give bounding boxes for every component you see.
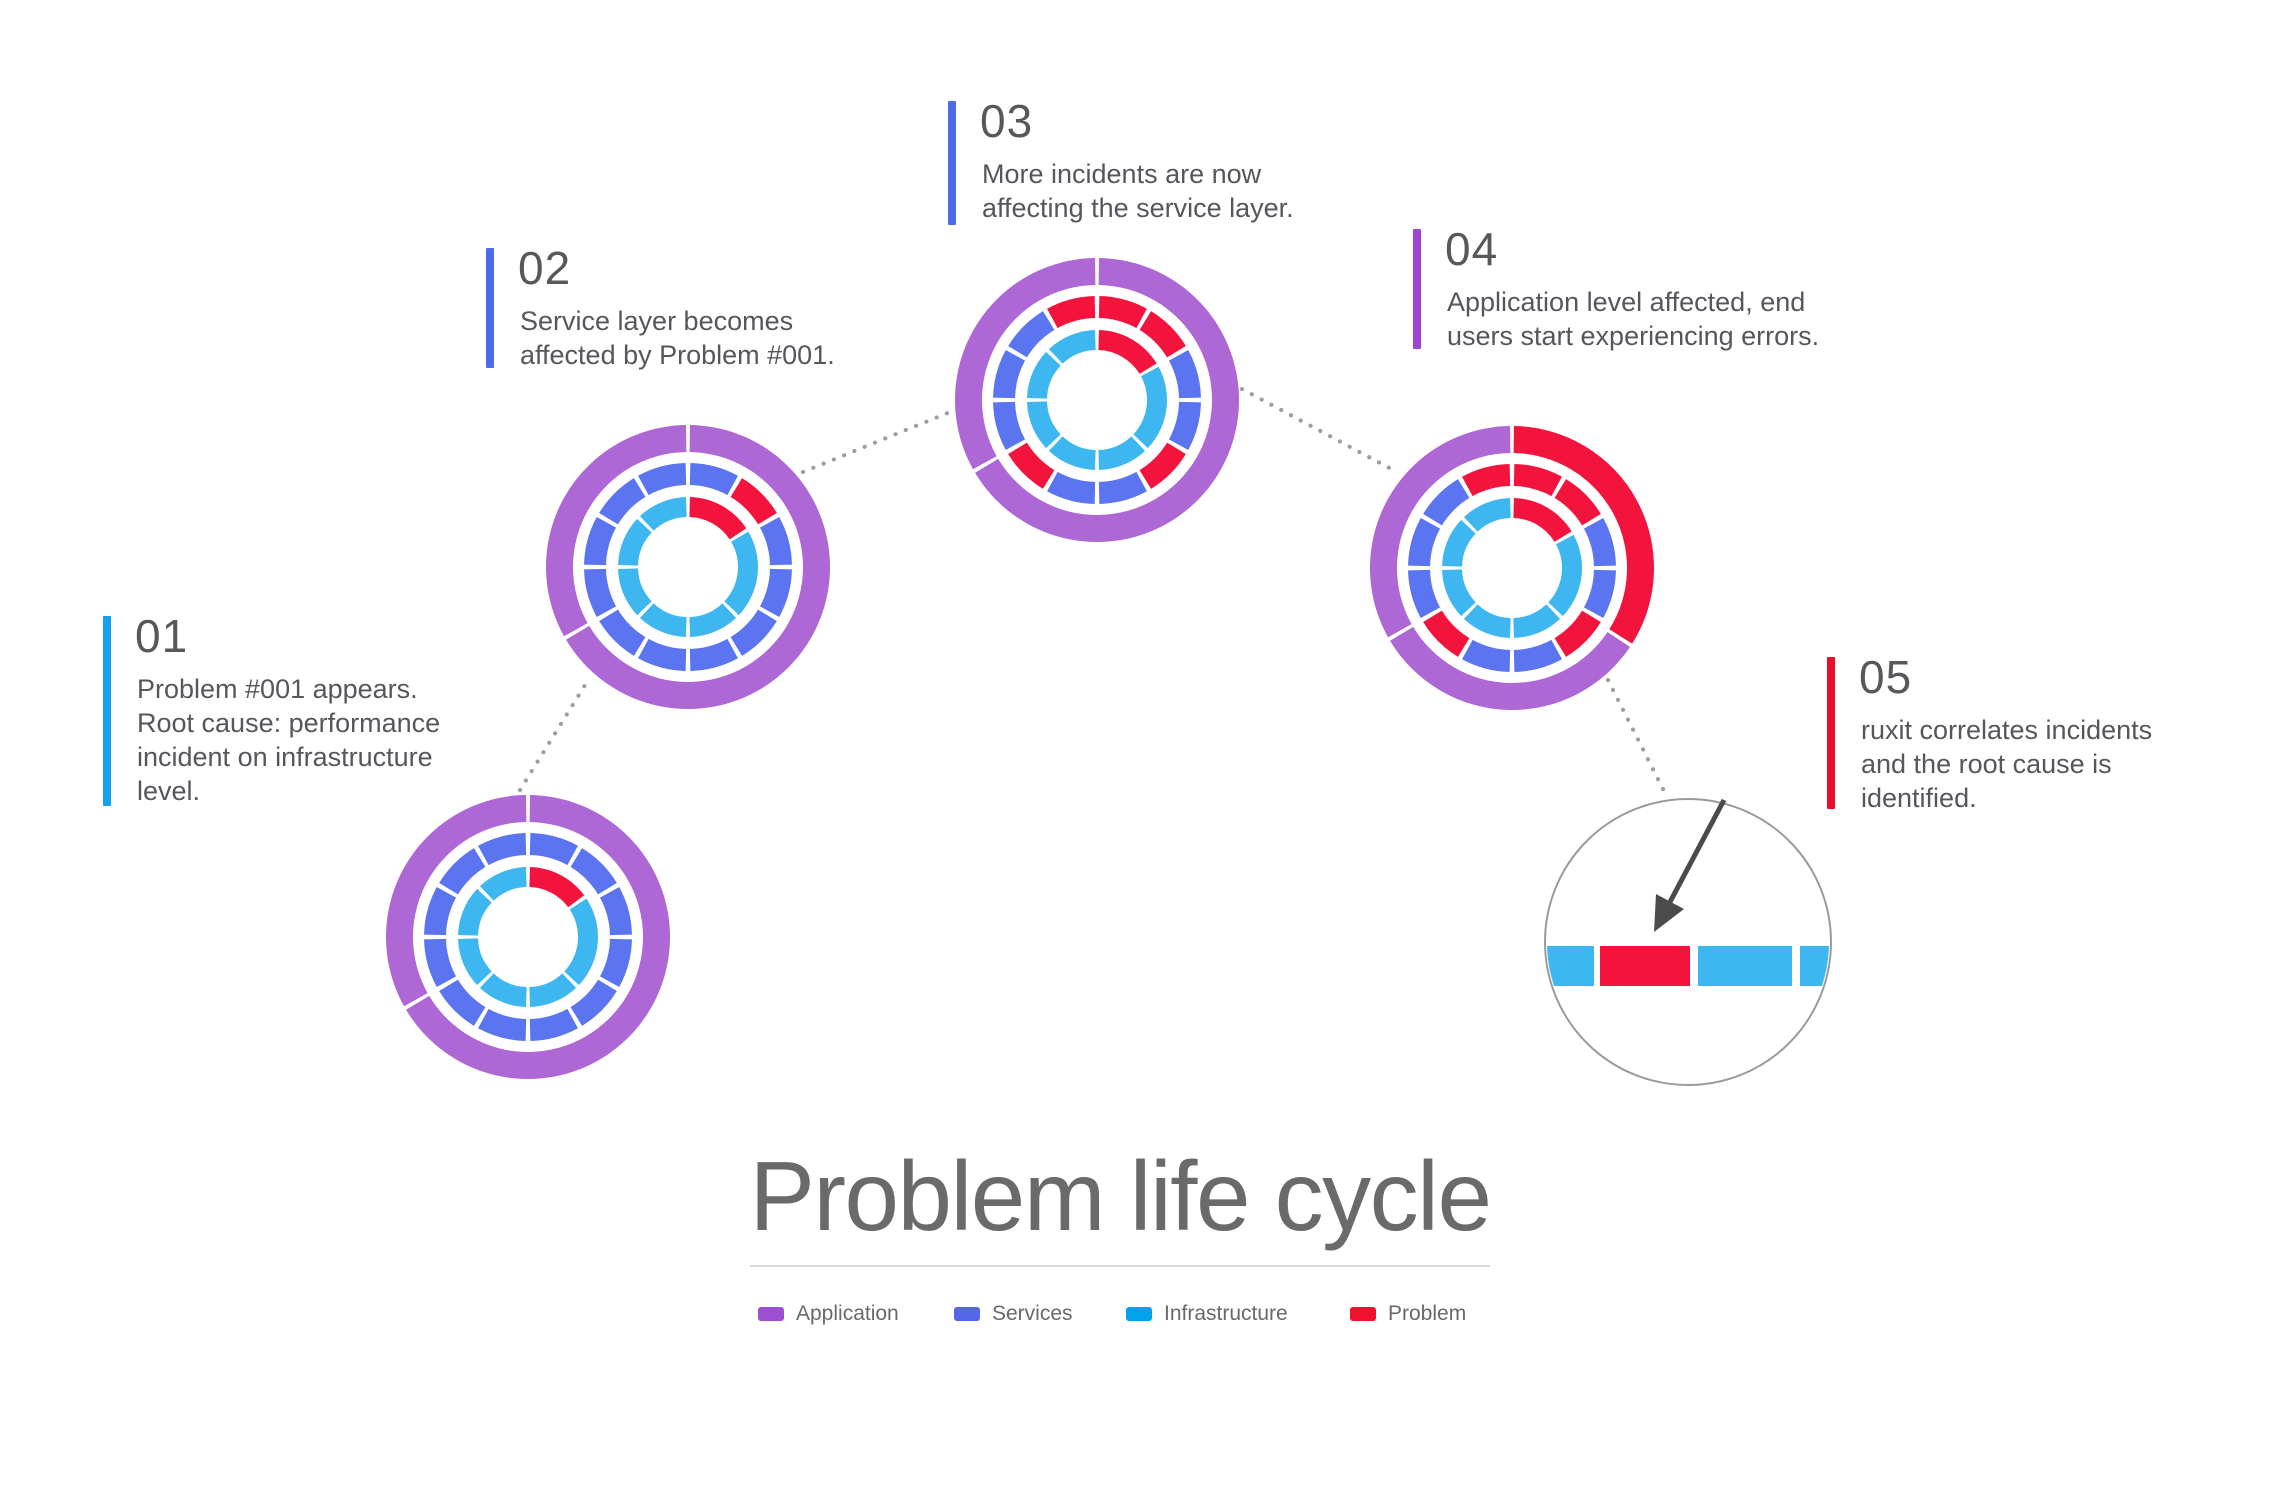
step-02: 02 Service layer becomes affected by Pro… — [486, 240, 886, 372]
stage-4-rings-outer-ring — [1370, 426, 1655, 710]
step-01-description: Problem #001 appears. Root cause: perfor… — [137, 674, 441, 806]
title-divider — [750, 1265, 1490, 1267]
step-03-description: More incidents are now affecting the ser… — [982, 159, 1294, 223]
stage-4-rings-middle-ring — [1408, 464, 1616, 672]
stage-2-rings-inner-ring — [618, 497, 759, 637]
step-01: 01 Problem #001 appears. Root cause: per… — [103, 608, 463, 808]
step-01-accent-bar — [103, 616, 111, 806]
step-04: 04 Application level affected, end users… — [1413, 221, 1843, 353]
donut-chart-stage-2-rings — [546, 425, 831, 709]
step-02-number: 02 — [518, 242, 572, 294]
magnifier-circle — [1544, 798, 1832, 1086]
legend-label: Application — [796, 1302, 899, 1325]
legend-label: Infrastructure — [1164, 1302, 1288, 1325]
stage-1-rings-middle-ring — [424, 833, 632, 1041]
root-cause-magnifier — [1544, 798, 1832, 1086]
stage-3-rings-outer-ring — [955, 258, 1239, 542]
step-05-description: ruxit correlates incidents and the root … — [1861, 715, 2153, 813]
root-cause-arrow-icon — [1654, 798, 1727, 932]
step-02-description: Service layer becomes affected by Proble… — [520, 306, 835, 370]
page-title: Problem life cycle — [749, 1141, 1492, 1251]
timeline-segment-infrastructure — [1800, 946, 1829, 986]
timeline-segment-infrastructure — [1698, 946, 1792, 986]
infrastructure-color-swatch — [1126, 1307, 1152, 1321]
donut-chart-stage-4-rings — [1370, 426, 1655, 710]
step-03-number: 03 — [980, 95, 1034, 147]
donut-chart-stage-3-rings — [955, 258, 1239, 542]
stage-4-rings-inner-ring — [1442, 498, 1583, 638]
step-05-number: 05 — [1859, 651, 1913, 703]
step-05-accent-bar — [1827, 657, 1835, 809]
step-02-accent-bar — [486, 248, 494, 368]
stage-2-rings-outer-ring — [546, 425, 831, 709]
step-03: 03 More incidents are now affecting the … — [948, 93, 1348, 225]
legend-item-services: Services — [954, 1302, 1073, 1325]
stage-1-rings-inner-ring — [458, 867, 599, 1007]
connector-dotted-lines — [517, 386, 1670, 800]
stage-2-rings-middle-ring — [584, 463, 792, 671]
incident-timeline-bar — [1547, 946, 1829, 986]
step-05: 05 ruxit correlates incidents and the ro… — [1827, 649, 2207, 815]
timeline-segment-infrastructure — [1547, 946, 1594, 986]
legend-label: Services — [992, 1302, 1073, 1325]
step-03-accent-bar — [948, 101, 956, 225]
donut-chart-stage-1-rings — [386, 795, 671, 1079]
services-color-swatch — [954, 1307, 980, 1321]
step-04-accent-bar — [1413, 229, 1421, 349]
stage-1-rings-outer-ring — [386, 795, 671, 1079]
application-color-swatch — [758, 1307, 784, 1321]
step-04-description: Application level affected, end users st… — [1447, 287, 1820, 351]
step-04-number: 04 — [1445, 223, 1499, 275]
legend-label: Problem — [1388, 1302, 1467, 1325]
legend-item-infrastructure: Infrastructure — [1126, 1302, 1288, 1325]
stage-3-rings-inner-ring — [1027, 330, 1168, 470]
stage-3-rings-middle-ring — [993, 296, 1201, 504]
timeline-segment-problem — [1600, 946, 1690, 986]
problem-color-swatch — [1350, 1307, 1376, 1321]
legend-item-problem: Problem — [1350, 1302, 1467, 1325]
legend-item-application: Application — [758, 1302, 899, 1325]
step-01-number: 01 — [135, 610, 189, 662]
